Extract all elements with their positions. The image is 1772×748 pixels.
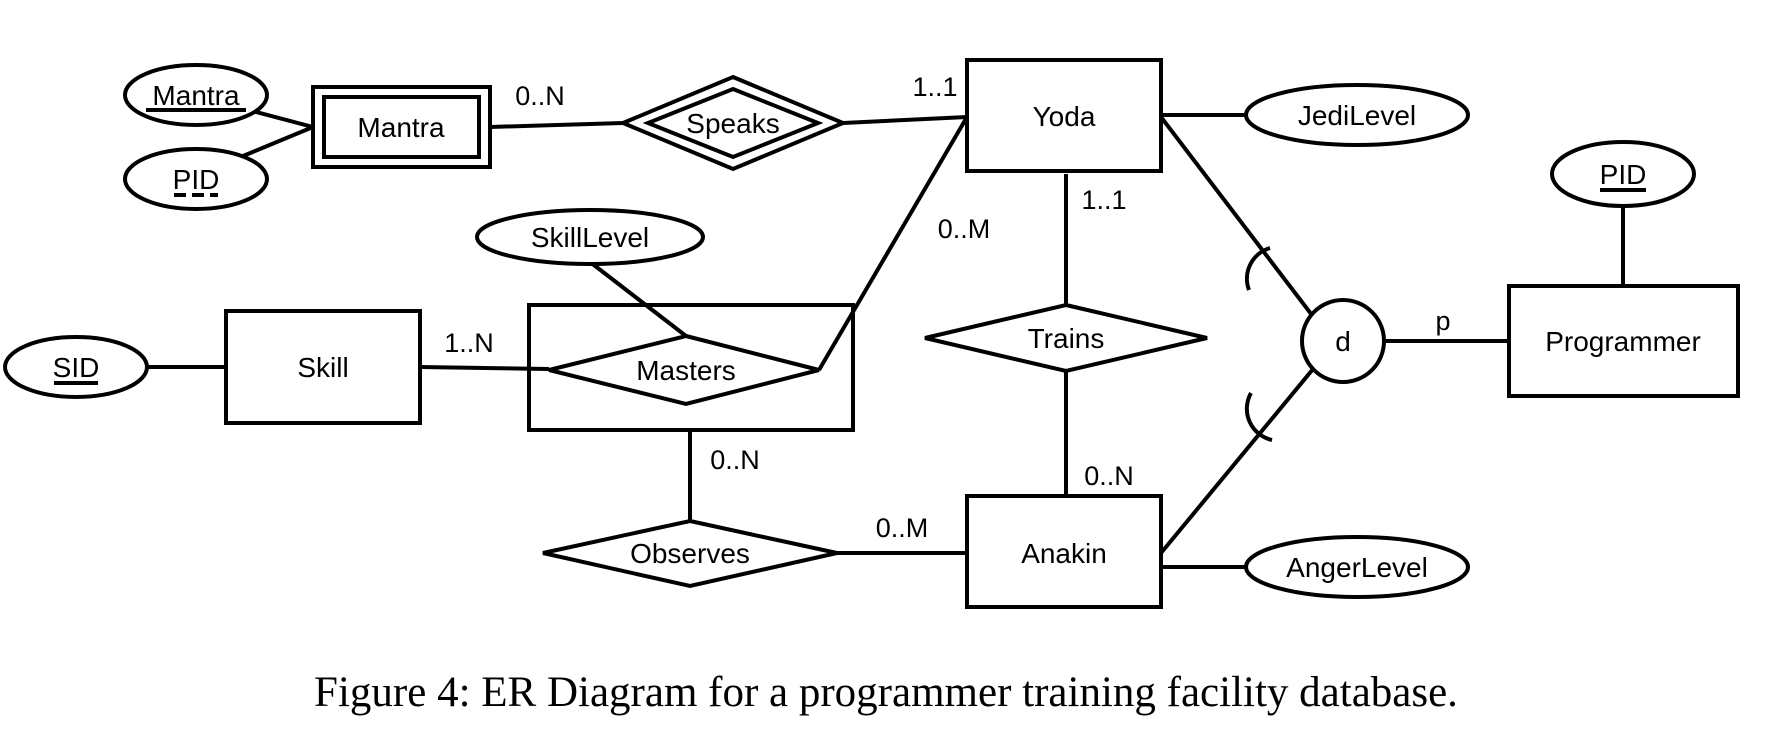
subset-arc-yoda-branch: [1244, 246, 1271, 291]
attribute-mantra-key[interactable]: Mantra: [123, 63, 269, 127]
entity-label-yoda: Yoda: [1033, 101, 1096, 132]
entity-label-programmer: Programmer: [1545, 326, 1701, 357]
connector-lines: [146, 100, 1625, 569]
aggregation-box-masters: [527, 303, 855, 432]
yoda-border: [965, 58, 1163, 173]
line-skilllevel-to-masters: [588, 260, 688, 338]
cardinality-skill-masters: 1..N: [444, 328, 494, 358]
attribute-label-angerlevel: AngerLevel: [1286, 552, 1428, 583]
line-yoda-to-masters: [817, 115, 969, 372]
attribute-oval: [3, 335, 149, 399]
cardinality-anakin-trains: 0..N: [1084, 461, 1134, 491]
subset-arc-anakin-branch: [1244, 392, 1273, 442]
attribute-label-sid: SID: [53, 352, 100, 383]
line-anakin-to-disjoint: [1159, 361, 1320, 555]
attribute-sid[interactable]: SID: [3, 335, 149, 399]
cardinality-yoda-speaks: 1..1: [912, 72, 957, 102]
programmer-border: [1507, 284, 1740, 398]
entity-mantra[interactable]: Mantra: [311, 85, 492, 169]
disjoint-circle: [1300, 298, 1386, 384]
participation-label: p: [1435, 306, 1450, 336]
line-speaks-to-yoda: [842, 115, 968, 125]
mantra-inner-border: [322, 95, 481, 159]
anakin-border: [965, 494, 1163, 609]
attribute-label-pid-partial-key: PID: [173, 164, 220, 195]
relationship-speaks[interactable]: Speaks: [617, 74, 849, 172]
cardinality-mantra-speaks: 0..N: [515, 81, 565, 111]
mantra-outer-border: [311, 85, 492, 169]
entity-anakin[interactable]: Anakin: [965, 494, 1163, 609]
cardinality-yoda-masters: 0..M: [938, 214, 991, 244]
entity-programmer[interactable]: Programmer: [1507, 284, 1740, 398]
masters-diamond: [548, 333, 820, 407]
cardinality-masters-observes: 0..N: [710, 445, 760, 475]
observes-diamond: [542, 518, 838, 589]
attribute-oval: [1244, 83, 1470, 147]
specialization-disjoint[interactable]: d: [1300, 298, 1386, 384]
attribute-label-skilllevel: SkillLevel: [531, 222, 649, 253]
cardinality-yoda-trains: 1..1: [1081, 185, 1126, 215]
cardinality-labels: 0..N 1..1 0..M 1..1 1..N 0..N 0..N 0..M: [444, 72, 1134, 543]
attribute-mantra-pid[interactable]: PID: [123, 147, 269, 211]
skill-border: [224, 309, 422, 425]
entity-label-anakin: Anakin: [1021, 538, 1107, 569]
attribute-oval: [1550, 140, 1696, 208]
attribute-label-mantra: Mantra: [152, 80, 240, 111]
entity-label-skill: Skill: [297, 352, 348, 383]
speaks-inner-diamond: [642, 86, 824, 160]
trains-diamond: [924, 302, 1208, 374]
cardinality-anakin-observes: 0..M: [876, 513, 929, 543]
figure-caption: Figure 4: ER Diagram for a programmer tr…: [314, 669, 1458, 716]
entity-skill[interactable]: Skill: [224, 309, 422, 425]
entity-yoda[interactable]: Yoda: [965, 58, 1163, 173]
entity-label-mantra: Mantra: [357, 112, 445, 143]
relationship-masters[interactable]: Masters: [548, 333, 820, 407]
line-mantra-to-speaks: [489, 121, 624, 129]
relationship-label-trains: Trains: [1028, 323, 1105, 354]
line-yoda-to-disjoint: [1159, 115, 1320, 325]
attribute-label-pid-key: PID: [1600, 159, 1647, 190]
attribute-jedi-level[interactable]: JediLevel: [1244, 83, 1470, 147]
relationship-label-masters: Masters: [636, 355, 736, 386]
attribute-oval: [1244, 535, 1470, 599]
attribute-skill-level[interactable]: SkillLevel: [475, 208, 705, 266]
line-pid-to-mantra: [242, 125, 314, 158]
attribute-programmer-pid[interactable]: PID: [1550, 140, 1696, 208]
attribute-label-jedilevel: JediLevel: [1298, 100, 1416, 131]
speaks-outer-diamond: [617, 74, 849, 172]
relationship-trains[interactable]: Trains: [924, 302, 1208, 374]
relationship-label-speaks: Speaks: [686, 108, 779, 139]
attribute-oval: [123, 147, 269, 211]
disjoint-label: d: [1335, 326, 1351, 357]
attribute-oval: [475, 208, 705, 266]
relationship-label-observes: Observes: [630, 538, 750, 569]
attribute-anger-level[interactable]: AngerLevel: [1244, 535, 1470, 599]
relationship-observes[interactable]: Observes: [542, 518, 838, 589]
